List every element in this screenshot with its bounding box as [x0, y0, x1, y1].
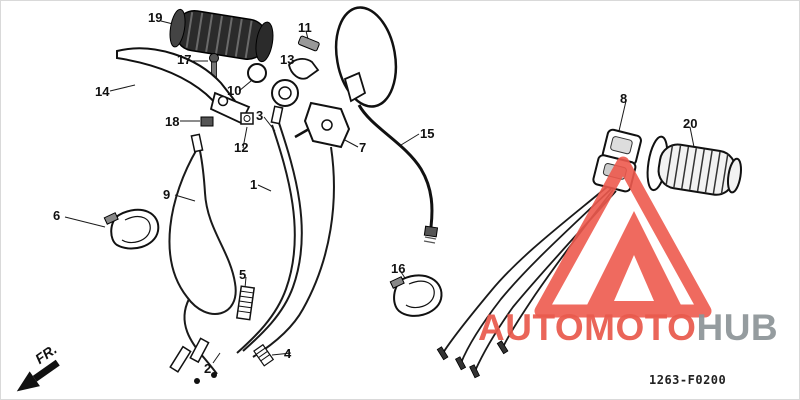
callout-13: 13 — [280, 52, 295, 67]
choke-lever-part — [288, 58, 320, 80]
wire-terminals — [436, 340, 509, 379]
diagram-code: 1263-F0200 — [649, 373, 727, 387]
mirror-part — [334, 6, 439, 244]
callout-12: 12 — [234, 140, 249, 155]
throttle-collar-parts — [247, 63, 299, 107]
nut-part — [200, 116, 214, 127]
callout-14: 14 — [95, 84, 110, 99]
callout-17: 17 — [177, 52, 192, 67]
callout-6: 6 — [53, 208, 61, 223]
cable-clamp-right — [389, 274, 443, 317]
callout-4: 4 — [284, 346, 292, 361]
screw-part — [209, 53, 219, 78]
callout-9: 9 — [163, 187, 171, 202]
control-cables — [168, 122, 335, 375]
callout-1: 1 — [250, 177, 258, 192]
left-grip-part — [169, 8, 274, 63]
cable-adjuster-parts — [190, 105, 284, 153]
spring-part-4 — [253, 343, 275, 367]
callout-2: 2 — [204, 361, 212, 376]
callout-3: 3 — [256, 108, 264, 123]
switch-part — [592, 128, 642, 193]
callout-20: 20 — [683, 116, 698, 131]
cable-end-parts — [169, 337, 217, 384]
fr-direction-arrow: FR. — [16, 341, 60, 392]
callout-8: 8 — [620, 91, 628, 106]
callout-16: 16 — [391, 261, 406, 276]
callout-19: 19 — [148, 10, 163, 25]
collar-part — [240, 112, 254, 125]
callout-5: 5 — [239, 267, 247, 282]
brake-lever-part — [116, 47, 251, 125]
plate-part — [297, 35, 320, 52]
callout-15: 15 — [420, 126, 435, 141]
right-grip-part — [646, 135, 742, 196]
callout-18: 18 — [165, 114, 180, 129]
callout-7: 7 — [359, 140, 367, 155]
callout-10: 10 — [227, 83, 242, 98]
callout-11: 11 — [298, 20, 312, 35]
switch-housing-part — [294, 101, 351, 149]
switch-wires — [442, 186, 617, 372]
spring-part-5 — [235, 285, 256, 321]
cable-clamp-left — [103, 208, 160, 250]
